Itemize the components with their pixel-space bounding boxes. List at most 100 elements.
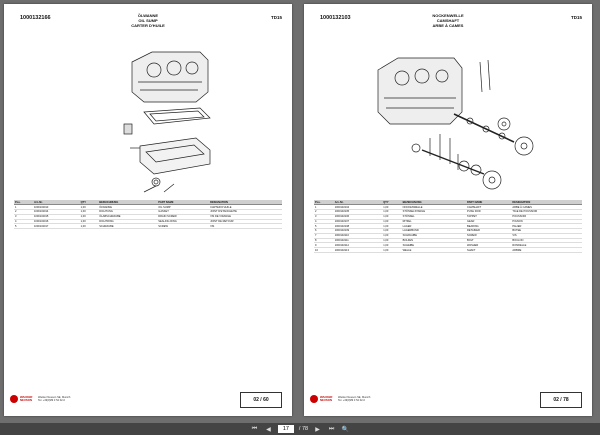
title-fr: ARBE À CAMES (432, 23, 464, 28)
table-row: 5 1000132108 1,00 LAGER BEARING PALIER (314, 223, 582, 230)
cell-bezeichnung: LAGER (401, 223, 466, 230)
cell-bezeichnung: SCHEIBE (401, 242, 466, 249)
cell-pos: 2 (314, 209, 334, 215)
part-number: 1000132103 (320, 15, 351, 21)
cell-bezeichnung: LAGERBUND (401, 228, 466, 234)
cell-pos: 1 (314, 204, 334, 210)
cell-part-name: RETAINER (465, 228, 512, 234)
camshaft-exploded-diagram (377, 57, 534, 190)
page-footer: WACKER NEUSON Wacker Neuson SE, Munich T… (10, 392, 286, 408)
col-header-qty: QTY (79, 200, 99, 206)
cell-qty: 1,00 (382, 238, 402, 244)
parts-table: Pos. Art.-Nr. QTY BEZEICHNUNG PART NAME … (314, 200, 582, 253)
cell-art-nr: 1000132109 (333, 228, 377, 234)
col-header-designation: DESIGNATION (209, 200, 282, 206)
cell-blank (74, 204, 80, 210)
cell-qty: 1,00 (382, 228, 402, 234)
cell-bezeichnung: DICHTUNG (98, 209, 158, 215)
viewer-toolbar: ⏮ ◀ / 78 ▶ ⏭ 🔍 (0, 423, 600, 435)
cell-designation: BUTEE (511, 228, 582, 234)
last-page-icon[interactable]: ⏭ (328, 425, 335, 432)
cell-designation: CARTER D'HUILE (209, 204, 282, 210)
cell-blank (377, 228, 383, 234)
col-header-bezeichnung: BEZEICHNUNG (98, 200, 158, 206)
cell-art-nr: 1000132104 (333, 204, 377, 210)
cell-pos: 4 (314, 219, 334, 225)
wacker-logo-icon (10, 395, 18, 403)
page-footer: WACKER NEUSON Wacker Neuson SE, Munich T… (310, 392, 586, 408)
cell-art-nr: 1000132105 (333, 209, 377, 215)
cell-designation: VIS (511, 233, 582, 239)
cell-art-nr: 1000132107 (333, 219, 377, 225)
table-row: 3 1000132106 1,00 STÖSSEL TAPPET POUSSOI… (314, 214, 582, 220)
col-header-blank (377, 200, 383, 206)
cell-designation: PIGNON (511, 219, 582, 225)
cell-bezeichnung: STÖSSEL (401, 214, 466, 220)
cell-designation: PALIER (511, 223, 582, 230)
cell-qty: 1,00 (79, 209, 99, 215)
cell-blank (377, 247, 383, 253)
page-number-box: 02 / 78 (540, 392, 582, 408)
zoom-icon[interactable]: 🔍 (341, 426, 350, 433)
cell-pos: 10 (314, 247, 334, 253)
title-de: ÖLWANNE (137, 13, 159, 18)
col-header-qty: QTY (382, 200, 402, 206)
cell-pos: 6 (314, 228, 334, 234)
cell-blank (377, 242, 383, 249)
col-header-art-nr: Art.-Nr. (32, 200, 75, 206)
part-number: 1000132166 (20, 15, 51, 21)
cell-bezeichnung: ÖLABSCHRAUBE (98, 214, 158, 220)
table-header-row: Pos. Art.-Nr. QTY BEZEICHNUNG PART NAME … (14, 200, 282, 206)
table-row: 1 1000132104 1,00 NOCKENWELLE CAMSHAFT A… (314, 204, 582, 210)
cell-designation: ARBRE (511, 247, 582, 253)
model-code: TD15 (570, 15, 582, 20)
brand-line2: NEUSON (20, 398, 32, 402)
cell-part-name: PUSH ROD (465, 209, 512, 215)
first-page-icon[interactable]: ⏮ (251, 425, 258, 432)
footer-address: Wacker Neuson SE, Munich Tel. +49(0)89 3… (338, 396, 370, 402)
footer-address: Wacker Neuson SE, Munich Tel. +49(0)89 3… (38, 396, 70, 402)
cell-blank (377, 214, 383, 220)
cell-designation: BOULON (511, 238, 582, 244)
cell-designation: RONDELLE (511, 242, 582, 249)
col-header-part-name: PART NAME (465, 200, 512, 206)
cell-blank (377, 219, 383, 225)
section-titles: NOCKENWELLE CAMSHAFT ARBE À CAMES (304, 13, 592, 28)
cell-art-nr: 1000132017 (32, 223, 75, 230)
page-number-input[interactable] (277, 425, 294, 433)
col-header-designation: DESIGNATION (511, 200, 582, 206)
cell-qty: 1,00 (79, 214, 99, 220)
col-header-pos: Pos. (14, 200, 33, 206)
table-row: 10 1000132113 1,00 WELLE SHAFT ARBRE (314, 247, 582, 253)
cell-art-nr: 1000132013 (32, 204, 75, 210)
cell-art-nr: 1000132110 (333, 233, 377, 239)
prev-page-icon[interactable]: ◀ (266, 426, 271, 433)
brand-line1: WACKER (320, 394, 333, 399)
document-page-right: 1000132103 TD15 NOCKENWELLE CAMSHAFT ARB… (304, 4, 592, 416)
address-line2: Tel. +49(0)89 3 54 02-0 (38, 399, 65, 403)
cell-qty: 1,00 (382, 223, 402, 230)
model-code: TD15 (270, 15, 282, 20)
cell-blank (74, 214, 80, 220)
cell-bezeichnung: NOCKENWELLE (401, 204, 466, 210)
cell-blank (377, 209, 383, 215)
cell-designation: POUSSOIR (511, 214, 582, 220)
cell-designation: ARBE À CAMES (511, 204, 582, 210)
cell-bezeichnung: SCHRAUBE (98, 223, 158, 230)
cell-designation: VIS (209, 223, 282, 230)
cell-art-nr: 1000132113 (333, 247, 377, 253)
cell-part-name: OIL SUMP (157, 204, 210, 210)
cell-qty: 1,00 (382, 247, 402, 253)
address-line1: Wacker Neuson SE, Munich (338, 396, 371, 399)
parts-table: Pos. Art.-Nr. QTY BEZEICHNUNG PART NAME … (14, 200, 282, 230)
cell-blank (74, 209, 80, 215)
cell-qty: 1,00 (79, 204, 99, 210)
table-row: 2 1000132014 1,00 DICHTUNG GASKET JOINT … (14, 209, 282, 215)
col-header-art-nr: Art.-Nr. (333, 200, 377, 206)
brand: WACKER NEUSON (10, 395, 32, 403)
cell-bezeichnung: RITZEL (401, 219, 466, 225)
cell-designation: TIGE DE POUSSOIR (511, 209, 582, 215)
next-page-icon[interactable]: ▶ (315, 426, 320, 433)
title-de: NOCKENWELLE (432, 13, 464, 18)
table-row: 4 1000132016 1,00 DICHTRING SEALING RING… (14, 219, 282, 225)
